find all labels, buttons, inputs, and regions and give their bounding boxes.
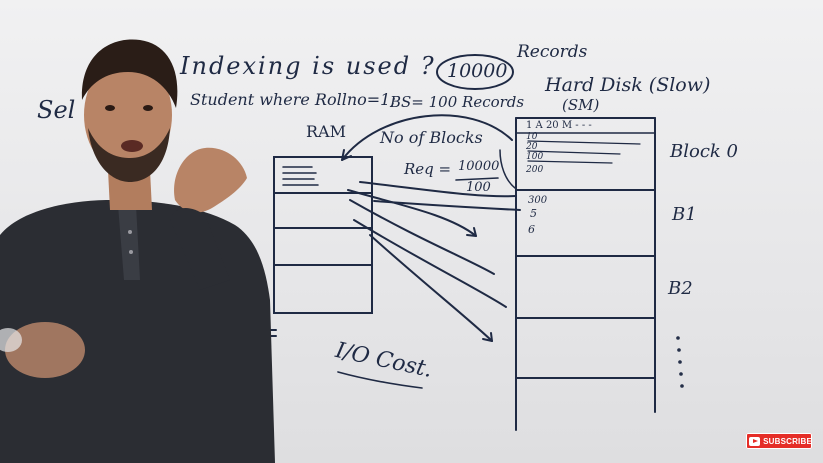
records-count: 10000 (447, 60, 508, 82)
no-of-blocks: No of Blocks (380, 128, 483, 147)
ram-label: RAM (306, 122, 346, 141)
subscribe-label: SUBSCRIBE (763, 436, 812, 446)
disk-b1-entry: 6 (528, 223, 535, 236)
disk-entry: 20 (526, 142, 538, 152)
select-prefix: Sel (37, 96, 76, 124)
subscribe-button[interactable]: SUBSCRIBE (746, 433, 812, 449)
req-denominator: 100 (466, 180, 491, 195)
ram-box (273, 156, 373, 314)
b2-label: B2 (668, 278, 693, 299)
query-text: Student where Rollno=1; (190, 90, 396, 109)
disk-entry: 100 (526, 152, 544, 162)
req-label: Req = (404, 160, 452, 178)
req-numerator: 10000 (458, 159, 500, 174)
records-label: Records (517, 42, 588, 62)
disk-entry: 200 (526, 165, 544, 175)
block-size: BS= 100 Records (390, 93, 525, 111)
disk-b1-entry: 300 (528, 195, 548, 206)
block0-label: Block 0 (670, 141, 738, 162)
title-question: Indexing is used ? (180, 52, 436, 80)
records-circle (436, 54, 514, 90)
hard-disk-label: Hard Disk (Slow) (545, 74, 711, 96)
disk-entry: 10 (526, 132, 538, 142)
youtube-play-icon (749, 436, 761, 446)
disk-b1-entry: 5 (530, 207, 537, 220)
disk-row-header: 1 A 20 M - - - (526, 120, 592, 131)
sm-label: (SM) (562, 96, 600, 114)
b1-label: B1 (672, 204, 697, 225)
